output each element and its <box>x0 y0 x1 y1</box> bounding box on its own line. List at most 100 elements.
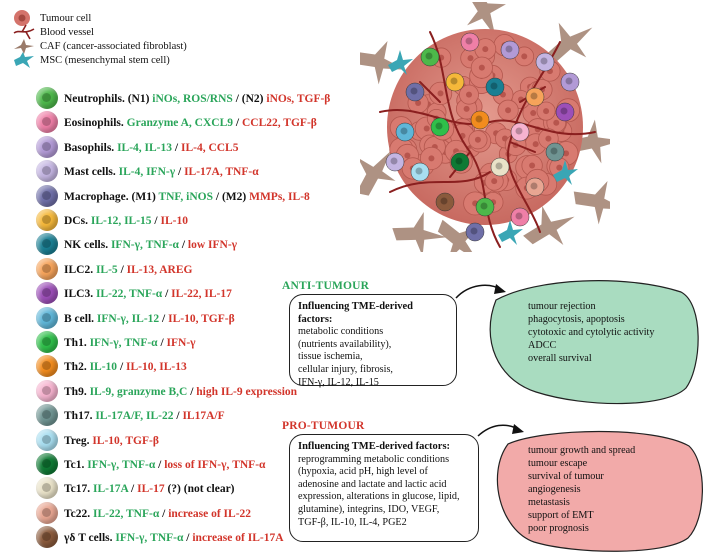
cell-icon <box>36 379 58 402</box>
cell-row: NK cells. IFN-γ, TNF-α / low IFN-γ <box>36 233 238 256</box>
legend-item: Tumour cell <box>14 10 92 26</box>
cell-marker: / <box>159 312 169 325</box>
cell-marker: IL-17A <box>90 483 129 496</box>
cell-name: DCs. <box>64 215 88 227</box>
cell-marker: iNOs, TGF-β <box>266 93 331 105</box>
pro-arrow <box>477 424 524 437</box>
cell-icon <box>36 355 58 378</box>
cell-icon <box>36 111 58 134</box>
cell-marker: IL-10, TGF-β <box>89 434 159 447</box>
cell-marker: iNOs, ROS/RNS <box>152 93 233 105</box>
pro-tumour-heading: PRO-TUMOUR <box>282 420 365 432</box>
cell-name: Macrophage. <box>64 190 129 203</box>
cell-icon <box>36 331 58 353</box>
factor-line: support of EMT <box>528 510 594 521</box>
cell-marker: IFN-γ, TNF-α <box>84 459 156 471</box>
cell-marker: / <box>173 410 183 423</box>
cell-row: Eosinophils. Granzyme A, CXCL9 / CCL22, … <box>36 111 317 134</box>
caf-cells <box>360 2 610 252</box>
cell-marker: IL-17A, TNF-α <box>184 166 259 179</box>
cell-icon <box>36 257 58 280</box>
cell-row: Tc1. IFN-γ, TNF-α / loss of IFN-γ, TNF-α <box>36 453 266 475</box>
cell-row: Tc22. IL-22, TNF-α / increase of IL-22 <box>36 501 251 524</box>
anti-tumour-heading: ANTI-TUMOUR <box>282 280 370 292</box>
factor-line: expression, alterations in glucose, lipi… <box>298 491 460 503</box>
cell-row: Th1. IFN-γ, TNF-α / IFN-γ <box>36 331 196 353</box>
anti-tumour-factors-box: Influencing TME-derived factors: metabol… <box>289 294 457 389</box>
legend-label: MSC (mesenchymal stem cell) <box>40 55 170 66</box>
cell-marker: IL-10 <box>160 215 188 227</box>
cell-marker: IL-10 <box>86 361 118 374</box>
cell-name: Tc17. <box>64 483 91 496</box>
pro-factors-title: Influencing TME-derived factors: <box>298 441 451 452</box>
cell-marker: IL-17 <box>137 483 165 496</box>
cell-row: ILC2. IL-5 / IL-13, AREG <box>36 257 193 280</box>
factor-line: angiogenesis <box>528 484 581 495</box>
cell-marker: / (M2) <box>213 190 250 203</box>
factor-line: glutamine), integrins, IDO, VEGF, <box>298 503 440 515</box>
cell-row: Th2. IL-10 / IL-10, IL-13 <box>36 355 187 378</box>
cell-marker: / <box>128 483 138 496</box>
cell-name: ILC3. <box>64 288 94 301</box>
cell-icon <box>36 526 58 549</box>
cell-name: Tc1. <box>64 459 85 471</box>
pro-tumour-factors-box: Influencing TME-derived factors: reprogr… <box>289 434 479 542</box>
cell-marker: IL-17A/F, IL-22 <box>92 410 174 423</box>
cell-marker: / <box>162 288 172 301</box>
legend-item: Blood vessel <box>13 24 94 40</box>
legend-label: Blood vessel <box>40 27 94 38</box>
cell-name: Th1. <box>64 337 87 349</box>
factor-line: IFN-γ, IL-12, IL-15 <box>298 376 379 388</box>
msc-icon <box>12 51 36 74</box>
factor-line: metabolic conditions <box>298 326 384 338</box>
tumour-cell-icon <box>12 9 32 32</box>
cell-marker: IL-10, TGF-β <box>168 312 235 325</box>
cell-marker: IL17A/F <box>182 410 225 423</box>
cell-name: NK cells. <box>64 239 109 252</box>
factor-line: cellular injury, fibrosis, <box>298 363 393 375</box>
cell-marker: IFN-γ, TNF-α <box>112 532 184 545</box>
cell-marker: (M1) <box>128 190 159 203</box>
cell-marker: IL-5 <box>93 263 118 276</box>
factor-line: adenosine and lactate and lactic acid <box>298 478 447 490</box>
cell-row: γδ T cells. IFN-γ, TNF-α / increase of I… <box>36 526 284 549</box>
cell-icon <box>36 477 58 500</box>
cell-marker: IFN-γ, IL-12 <box>94 312 160 325</box>
cell-icon <box>36 501 58 524</box>
factor-line: ADCC <box>528 340 557 351</box>
cell-row: Macrophage. (M1) TNF, iNOS / (M2) MMPs, … <box>36 184 310 207</box>
cell-marker: / <box>172 141 181 154</box>
cell-row: Th9. IL-9, granzyme B,C / high IL-9 expr… <box>36 379 298 402</box>
cell-marker: low IFN-γ <box>187 239 238 252</box>
cell-marker: (N1) <box>124 93 153 105</box>
cell-row: Th17. IL-17A/F, IL-22 / IL17A/F <box>36 404 225 427</box>
factor-line: (hypoxia, acid pH, high level of <box>298 466 428 478</box>
cell-marker: high IL-9 expression <box>196 385 298 398</box>
legend-label: Tumour cell <box>40 13 92 24</box>
factor-line: tissue ischemia, <box>298 351 363 363</box>
factor-line: tumour growth and spread <box>528 445 636 456</box>
cell-icon <box>36 453 58 475</box>
factor-line: (nutrients availability), <box>298 338 392 350</box>
cell-marker: IL-13, AREG <box>126 263 193 276</box>
cell-marker: / <box>183 532 193 545</box>
cell-marker: TNF, iNOS <box>158 190 213 203</box>
cell-name: Treg. <box>64 434 90 447</box>
cell-row: Basophils. IL-4, IL-13 / IL-4, CCL5 <box>36 135 238 158</box>
cell-marker: / <box>178 239 188 252</box>
cell-name: γδ T cells. <box>64 532 113 545</box>
cell-row: Neutrophils. (N1) iNOs, ROS/RNS / (N2) i… <box>36 87 331 109</box>
cell-marker: IL-22, TNF-α <box>93 288 163 301</box>
cell-marker: loss of IFN-γ, TNF-α <box>164 459 266 471</box>
cell-name: Eosinophils. <box>64 117 124 130</box>
anti-factors-lines: metabolic conditions(nutrients availabil… <box>298 326 448 389</box>
cell-marker: CCL22, TGF-β <box>241 117 317 130</box>
cell-icon <box>36 160 58 183</box>
factor-line: metastasis <box>528 497 570 508</box>
cell-marker: IL-4, IL-13 <box>114 141 173 154</box>
cell-marker: IFN-γ, TNF-α <box>108 239 179 252</box>
cell-name: B cell. <box>64 312 95 325</box>
factor-line: tumour escape <box>528 458 588 469</box>
